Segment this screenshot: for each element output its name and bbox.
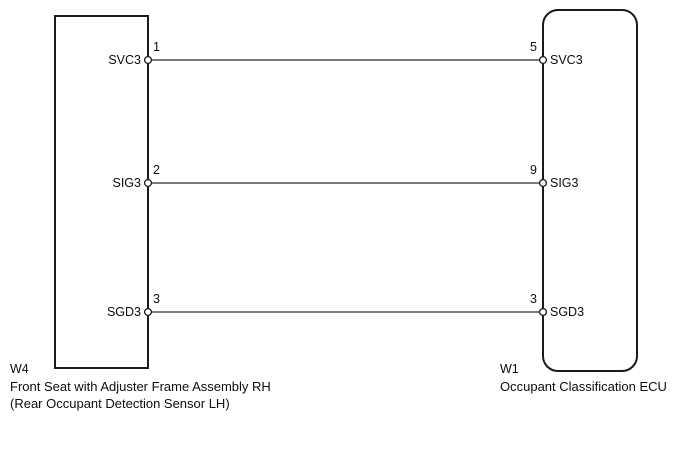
pin-number-w4-1: 1 xyxy=(153,40,160,54)
connector-name-w4: Front Seat with Adjuster Frame Assembly … xyxy=(10,379,271,394)
pin-number-w4-3: 3 xyxy=(153,292,160,306)
pin-number-w1-9: 9 xyxy=(530,163,537,177)
pin-dot-w1-9 xyxy=(538,178,548,188)
pin-dot-w4-2 xyxy=(143,178,153,188)
pin-dot-w4-1 xyxy=(143,55,153,65)
pin-label-w1-3: SGD3 xyxy=(550,305,584,319)
connector-code-w1: W1 xyxy=(500,362,519,376)
connector-subtitle-w4: (Rear Occupant Detection Sensor LH) xyxy=(10,396,230,411)
pin-dot-w1-5 xyxy=(538,55,548,65)
pin-label-w1-9: SIG3 xyxy=(550,176,579,190)
connector-body-w1 xyxy=(542,9,638,372)
pin-number-w1-5: 5 xyxy=(530,40,537,54)
connector-body-w4 xyxy=(54,15,149,369)
pin-label-w1-5: SVC3 xyxy=(550,53,583,67)
pin-label-w4-2: SIG3 xyxy=(113,176,142,190)
pin-dot-w1-3 xyxy=(538,307,548,317)
connector-code-w4: W4 xyxy=(10,362,29,376)
pin-number-w1-3: 3 xyxy=(530,292,537,306)
pin-number-w4-2: 2 xyxy=(153,163,160,177)
pin-label-w4-1: SVC3 xyxy=(108,53,141,67)
connector-name-w1: Occupant Classification ECU xyxy=(500,379,667,394)
pin-dot-w4-3 xyxy=(143,307,153,317)
pin-label-w4-3: SGD3 xyxy=(107,305,141,319)
